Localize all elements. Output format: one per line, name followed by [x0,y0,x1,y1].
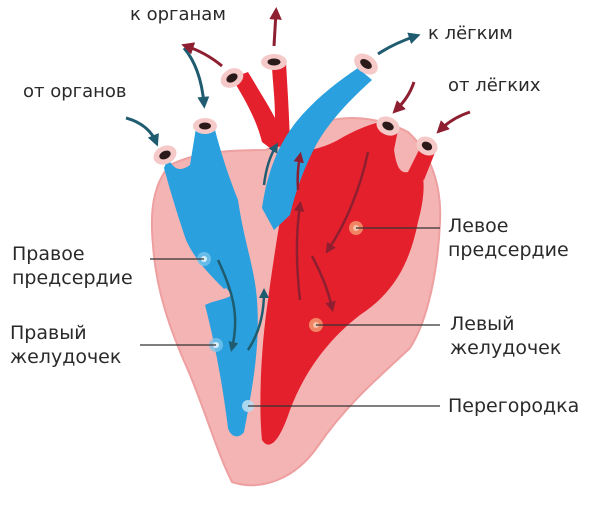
pulmonary-trunk [262,68,372,230]
arrow-from-lungs-lower [436,110,471,134]
flow-pulmonary-up [262,142,279,186]
vessel-openings [153,53,438,165]
arrow-to-organs-up [269,6,282,47]
tricuspid-notch [205,288,232,305]
label-right-ventricle-line2: желудочек [10,346,122,368]
flow-left-atrium-down [325,151,370,254]
flow-right-atrium-down [216,259,239,352]
arrow-to-organs-left [181,42,223,68]
arrow-from-organs-upper [182,47,210,109]
flow-left-ventricle-down [310,255,336,313]
label-right-atrium-line2: предсердие [12,267,133,289]
arrow-from-lungs-upper [392,81,416,114]
label-right-atrium-line1: Правое [12,243,85,265]
label-to-lungs: к лёгким [428,23,513,44]
label-left-atrium-line1: Левое [448,215,509,237]
label-left-ventricle-line1: Левый [450,313,515,335]
right-heart-chambers [164,126,258,437]
label-from-lungs: от лёгких [448,75,541,96]
label-septum: Перегородка [448,395,580,417]
arrow-from-organs-lower [125,116,159,147]
label-left-ventricle-line2: желудочек [450,337,562,359]
flow-right-ventricle-up [246,288,269,351]
aorta [232,62,290,148]
flow-left-ventricle-up [293,200,305,301]
label-to-organs: к органам [130,4,226,25]
label-left-atrium-line2: предсердие [448,239,569,261]
arrow-to-lungs [377,32,421,56]
label-from-organs: от органов [23,81,127,102]
label-right-ventricle-line1: Правый [10,322,87,344]
flow-aorta-up [293,151,304,191]
